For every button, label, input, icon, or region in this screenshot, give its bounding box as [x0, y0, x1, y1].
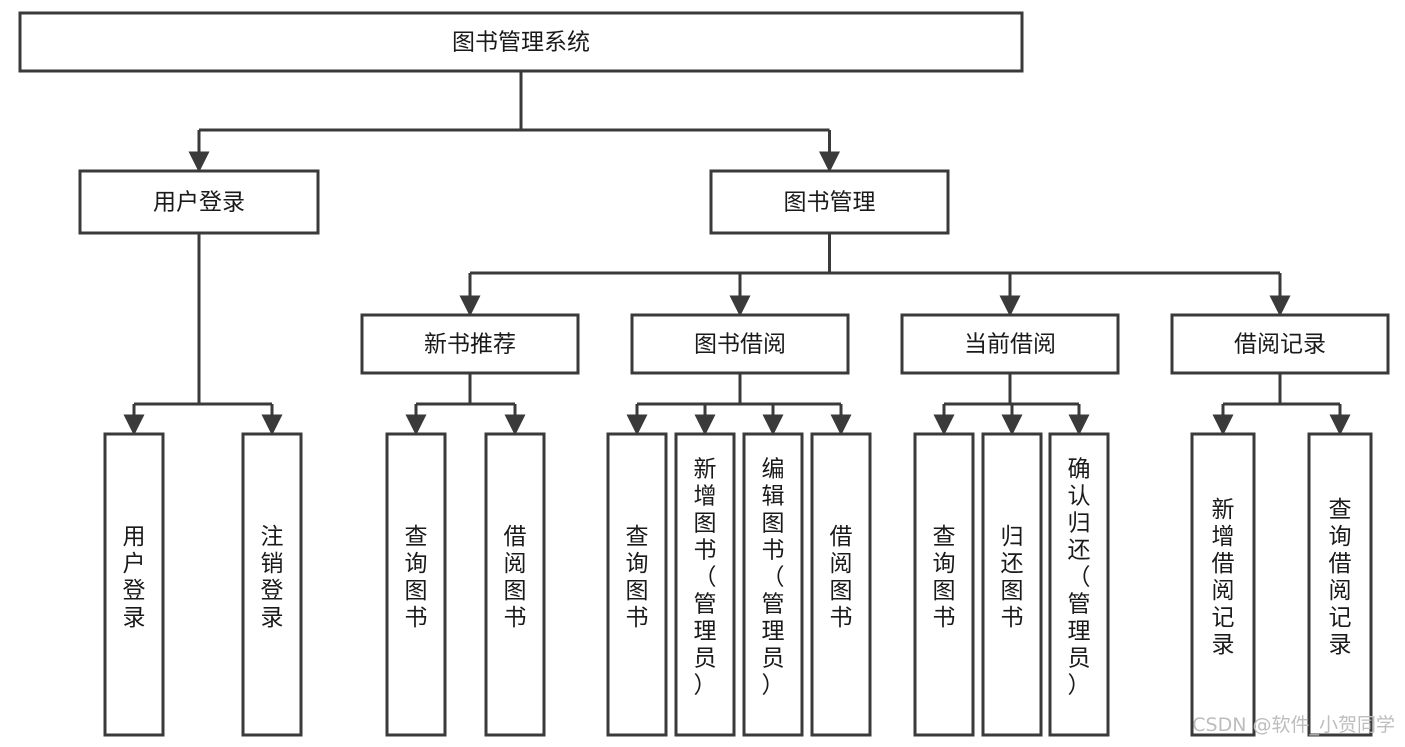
node-boxes: 图书管理系统用户登录图书管理新书推荐图书借阅当前借阅借阅记录用户登录注销登录查询…: [18, 11, 1390, 737]
node-leaf-return-book-box[interactable]: [981, 432, 1043, 737]
node-leaf-confirm-return-label: 确认归还（管理员）: [1068, 457, 1091, 699]
node-leaf-add-record-box[interactable]: [1190, 432, 1256, 737]
node-leaf-logout-label: 注销登录: [261, 524, 284, 631]
node-leaf-logout-box[interactable]: [241, 432, 303, 737]
node-leaf-edit-book-label: 编辑图书（管理员）: [762, 457, 785, 699]
node-leaf-query-record-label: 查询借阅记录: [1329, 497, 1352, 658]
node-leaf-query-record[interactable]: 查询借阅记录: [1307, 432, 1373, 737]
node-user-login-box[interactable]: [78, 169, 320, 235]
node-root[interactable]: 图书管理系统: [18, 11, 1024, 73]
node-new-book-recommend-label: 新书推荐: [424, 332, 516, 358]
node-borrow-record-box[interactable]: [1170, 313, 1390, 375]
node-user-login[interactable]: 用户登录: [78, 169, 320, 235]
node-leaf-borrow-book-rec-label: 借阅图书: [504, 524, 527, 631]
node-root-label: 图书管理系统: [452, 30, 590, 56]
node-leaf-query-book-borrow[interactable]: 查询图书: [606, 432, 668, 737]
node-book-borrow[interactable]: 图书借阅: [630, 313, 850, 375]
node-leaf-user-login[interactable]: 用户登录: [103, 432, 165, 737]
node-leaf-query-book-rec[interactable]: 查询图书: [385, 432, 447, 737]
node-user-login-label: 用户登录: [153, 190, 245, 216]
node-leaf-add-book-box[interactable]: [674, 432, 736, 737]
node-leaf-query-book-cur-box[interactable]: [913, 432, 975, 737]
node-leaf-borrow-book-rec[interactable]: 借阅图书: [484, 432, 546, 737]
watermark-label: CSDN @软件_小贺同学: [1192, 714, 1395, 736]
node-new-book-recommend[interactable]: 新书推荐: [360, 313, 580, 375]
node-root-box[interactable]: [18, 11, 1024, 73]
node-book-manage-label: 图书管理: [784, 190, 876, 216]
node-leaf-add-record[interactable]: 新增借阅记录: [1190, 432, 1256, 737]
node-borrow-record[interactable]: 借阅记录: [1170, 313, 1390, 375]
node-current-borrow[interactable]: 当前借阅: [900, 313, 1120, 375]
node-leaf-query-book-borrow-label: 查询图书: [626, 524, 649, 631]
node-leaf-user-login-label: 用户登录: [123, 524, 146, 631]
node-leaf-user-login-box[interactable]: [103, 432, 165, 737]
node-leaf-query-record-box[interactable]: [1307, 432, 1373, 737]
node-leaf-add-book[interactable]: 新增图书（管理员）: [674, 432, 736, 737]
node-leaf-borrow-book-label: 借阅图书: [830, 524, 853, 631]
node-leaf-query-book-cur[interactable]: 查询图书: [913, 432, 975, 737]
node-leaf-edit-book-box[interactable]: [742, 432, 804, 737]
node-leaf-add-record-label: 新增借阅记录: [1212, 497, 1235, 658]
node-leaf-query-book-cur-label: 查询图书: [933, 524, 956, 631]
node-leaf-borrow-book[interactable]: 借阅图书: [810, 432, 872, 737]
connector-edges: [123, 71, 1351, 436]
node-leaf-add-book-label: 新增图书（管理员）: [694, 457, 717, 699]
node-new-book-recommend-box[interactable]: [360, 313, 580, 375]
node-leaf-return-book-label: 归还图书: [1001, 524, 1024, 631]
node-leaf-confirm-return-box[interactable]: [1048, 432, 1110, 737]
node-leaf-confirm-return[interactable]: 确认归还（管理员）: [1048, 432, 1110, 737]
node-book-manage-box[interactable]: [709, 169, 950, 235]
node-leaf-query-book-rec-box[interactable]: [385, 432, 447, 737]
node-leaf-edit-book[interactable]: 编辑图书（管理员）: [742, 432, 804, 737]
node-leaf-return-book[interactable]: 归还图书: [981, 432, 1043, 737]
node-leaf-borrow-book-rec-box[interactable]: [484, 432, 546, 737]
node-book-manage[interactable]: 图书管理: [709, 169, 950, 235]
node-current-borrow-label: 当前借阅: [964, 332, 1056, 358]
node-borrow-record-label: 借阅记录: [1234, 332, 1326, 358]
node-leaf-logout[interactable]: 注销登录: [241, 432, 303, 737]
node-leaf-query-book-rec-label: 查询图书: [405, 524, 428, 631]
node-book-borrow-box[interactable]: [630, 313, 850, 375]
node-book-borrow-label: 图书借阅: [694, 332, 786, 358]
node-leaf-borrow-book-box[interactable]: [810, 432, 872, 737]
node-current-borrow-box[interactable]: [900, 313, 1120, 375]
node-leaf-query-book-borrow-box[interactable]: [606, 432, 668, 737]
